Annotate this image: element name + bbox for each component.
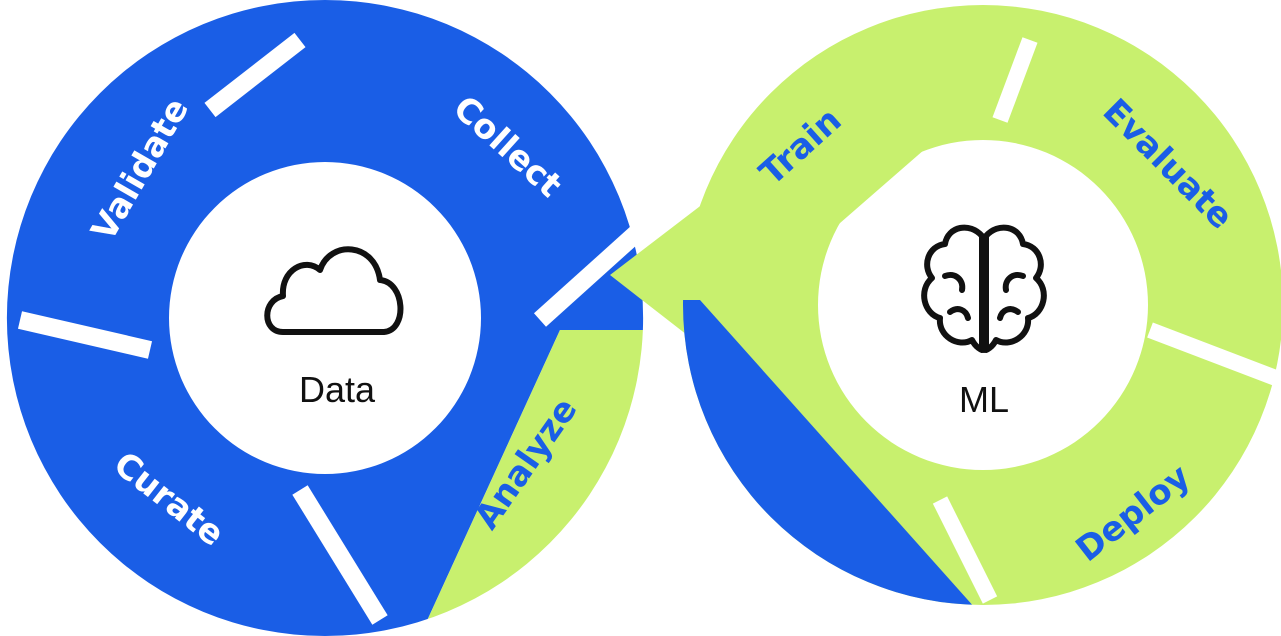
segment-gap — [1147, 322, 1281, 388]
ml-hub-label: ML — [959, 379, 1009, 420]
segment-gap — [17, 311, 153, 359]
ml-ring — [683, 5, 1281, 605]
segment-gap — [292, 485, 388, 625]
segment-gap — [533, 223, 647, 327]
data-ring — [7, 0, 647, 636]
data-hub: Data — [264, 246, 404, 410]
ml-ring-blue-segment[interactable] — [683, 5, 1281, 605]
data-hub-label: Data — [299, 369, 376, 410]
ml-hub: ML — [921, 224, 1047, 420]
data-ring-blue-segment — [7, 0, 643, 636]
brain-icon — [921, 224, 1047, 353]
cloud-icon — [264, 246, 404, 335]
segment-gap — [932, 496, 998, 604]
segment-gap — [204, 32, 306, 118]
segment-gap — [992, 37, 1038, 123]
